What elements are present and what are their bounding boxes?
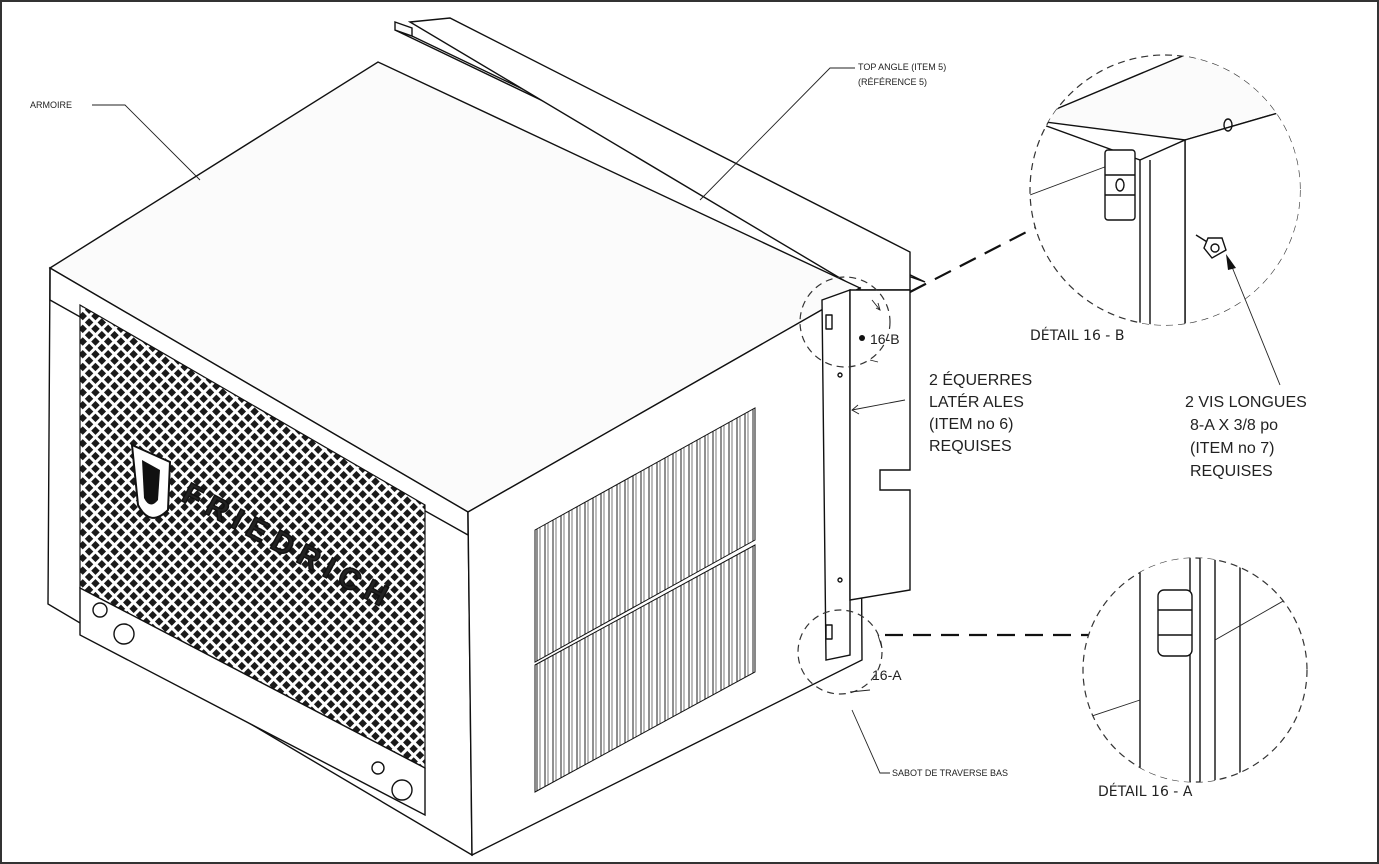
label-brackets-4: REQUISES xyxy=(929,438,1012,455)
label-brackets-3: (ITEM no 6) xyxy=(929,416,1013,433)
detail-title-b: DÉTAIL 16 - B xyxy=(1030,327,1124,344)
label-screws-3: (ITEM no 7) xyxy=(1190,440,1274,457)
label-top-angle: TOP ANGLE (ITEM 5) xyxy=(858,62,946,72)
leader-dash-b xyxy=(909,224,1041,293)
shield-logo-icon xyxy=(130,443,172,519)
label-brackets-1: 2 ÉQUERRES xyxy=(929,370,1032,389)
label-armoire: ARMOIRE xyxy=(30,100,72,110)
label-top-angle-ref: (RÉFÉRENCE 5) xyxy=(858,77,927,87)
detail-marker-16a xyxy=(797,609,883,695)
label-screws-2: 8-A X 3/8 po xyxy=(1190,417,1278,434)
detail-title-a: DÉTAIL 16 - A xyxy=(1098,783,1193,800)
leader-armoire xyxy=(92,104,201,181)
label-screws-1: 2 VIS LONGUES xyxy=(1185,394,1307,411)
label-bottom-rail: SABOT DE TRAVERSE BAS xyxy=(892,768,1008,778)
detail-16a-view xyxy=(1082,557,1308,783)
detail-16b-view xyxy=(1029,54,1301,326)
detail-marker-16b xyxy=(799,276,891,368)
callout-16a: 16-A xyxy=(872,667,902,683)
leader-top-angle xyxy=(699,67,855,201)
air-conditioner-unit: FRIEDRICH xyxy=(47,17,926,857)
leader-screws xyxy=(1229,261,1281,386)
side-bracket xyxy=(821,289,851,661)
label-screws-4: REQUISES xyxy=(1190,463,1273,480)
leader-brackets xyxy=(851,399,906,411)
side-louvers-upper xyxy=(534,407,756,663)
callout-16b: 16-B xyxy=(870,331,900,347)
label-brackets-2: LATÉR ALES xyxy=(929,392,1024,411)
side-louvers-lower xyxy=(534,544,756,793)
screw-icon xyxy=(1195,234,1227,259)
leader-bottom-rail xyxy=(851,709,890,774)
